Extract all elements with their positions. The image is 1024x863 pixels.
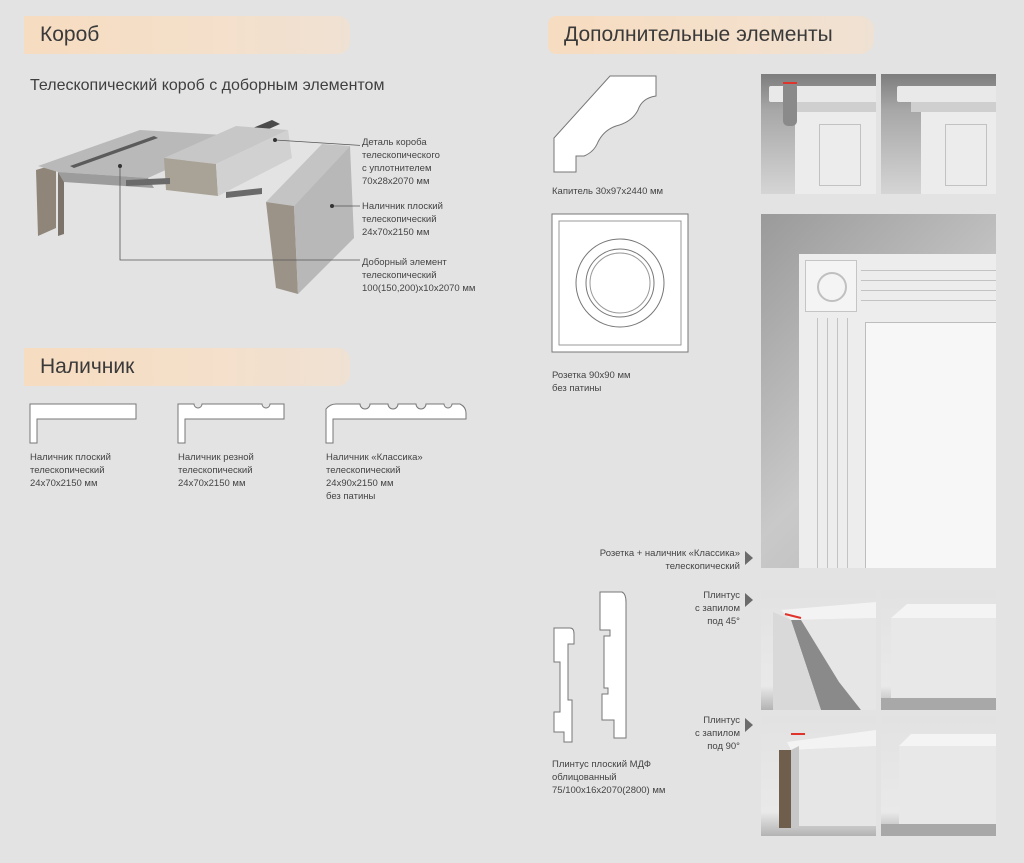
trim-caption-classic: Наличник «Классика»телескопический 24x90…	[326, 452, 423, 502]
trim-profile-carved	[176, 403, 288, 445]
skirting-45-photo-finished	[881, 590, 996, 710]
skirting-90-photo-finished	[881, 716, 996, 836]
skirting-90-arrow-icon	[745, 718, 753, 732]
skirting-45-arrow-icon	[745, 593, 753, 607]
trim-profile-flat	[28, 403, 140, 445]
capital-photo-installed	[761, 74, 876, 194]
rosette-trim-photo	[761, 214, 996, 568]
capital-profile	[550, 72, 660, 180]
trim-section-tab: Наличник	[24, 348, 350, 386]
rosette-illustration	[551, 213, 691, 355]
box-section-tab: Короб	[24, 16, 350, 54]
skirting-90-photo-cut	[761, 716, 876, 836]
box-subtitle: Телескопический короб с доборным элемент…	[30, 77, 385, 94]
box-section-title: Короб	[40, 23, 100, 46]
skirting-profiles	[550, 590, 630, 746]
rosette-trim-caption: Розетка + наличник «Классика»телескопиче…	[599, 548, 740, 572]
caption-arrow-icon	[745, 551, 753, 565]
capital-photo-finished	[881, 74, 996, 194]
trim-section-title: Наличник	[40, 355, 135, 378]
telescopic-frame-illustration	[30, 118, 360, 298]
extras-section-tab: Дополнительные элементы	[548, 16, 874, 54]
trim-profile-classic	[324, 403, 470, 445]
capital-caption: Капитель 30x97x2440 мм	[552, 186, 664, 197]
extras-section-title: Дополнительные элементы	[564, 23, 833, 46]
skirting-45-photo-cut	[761, 590, 876, 710]
